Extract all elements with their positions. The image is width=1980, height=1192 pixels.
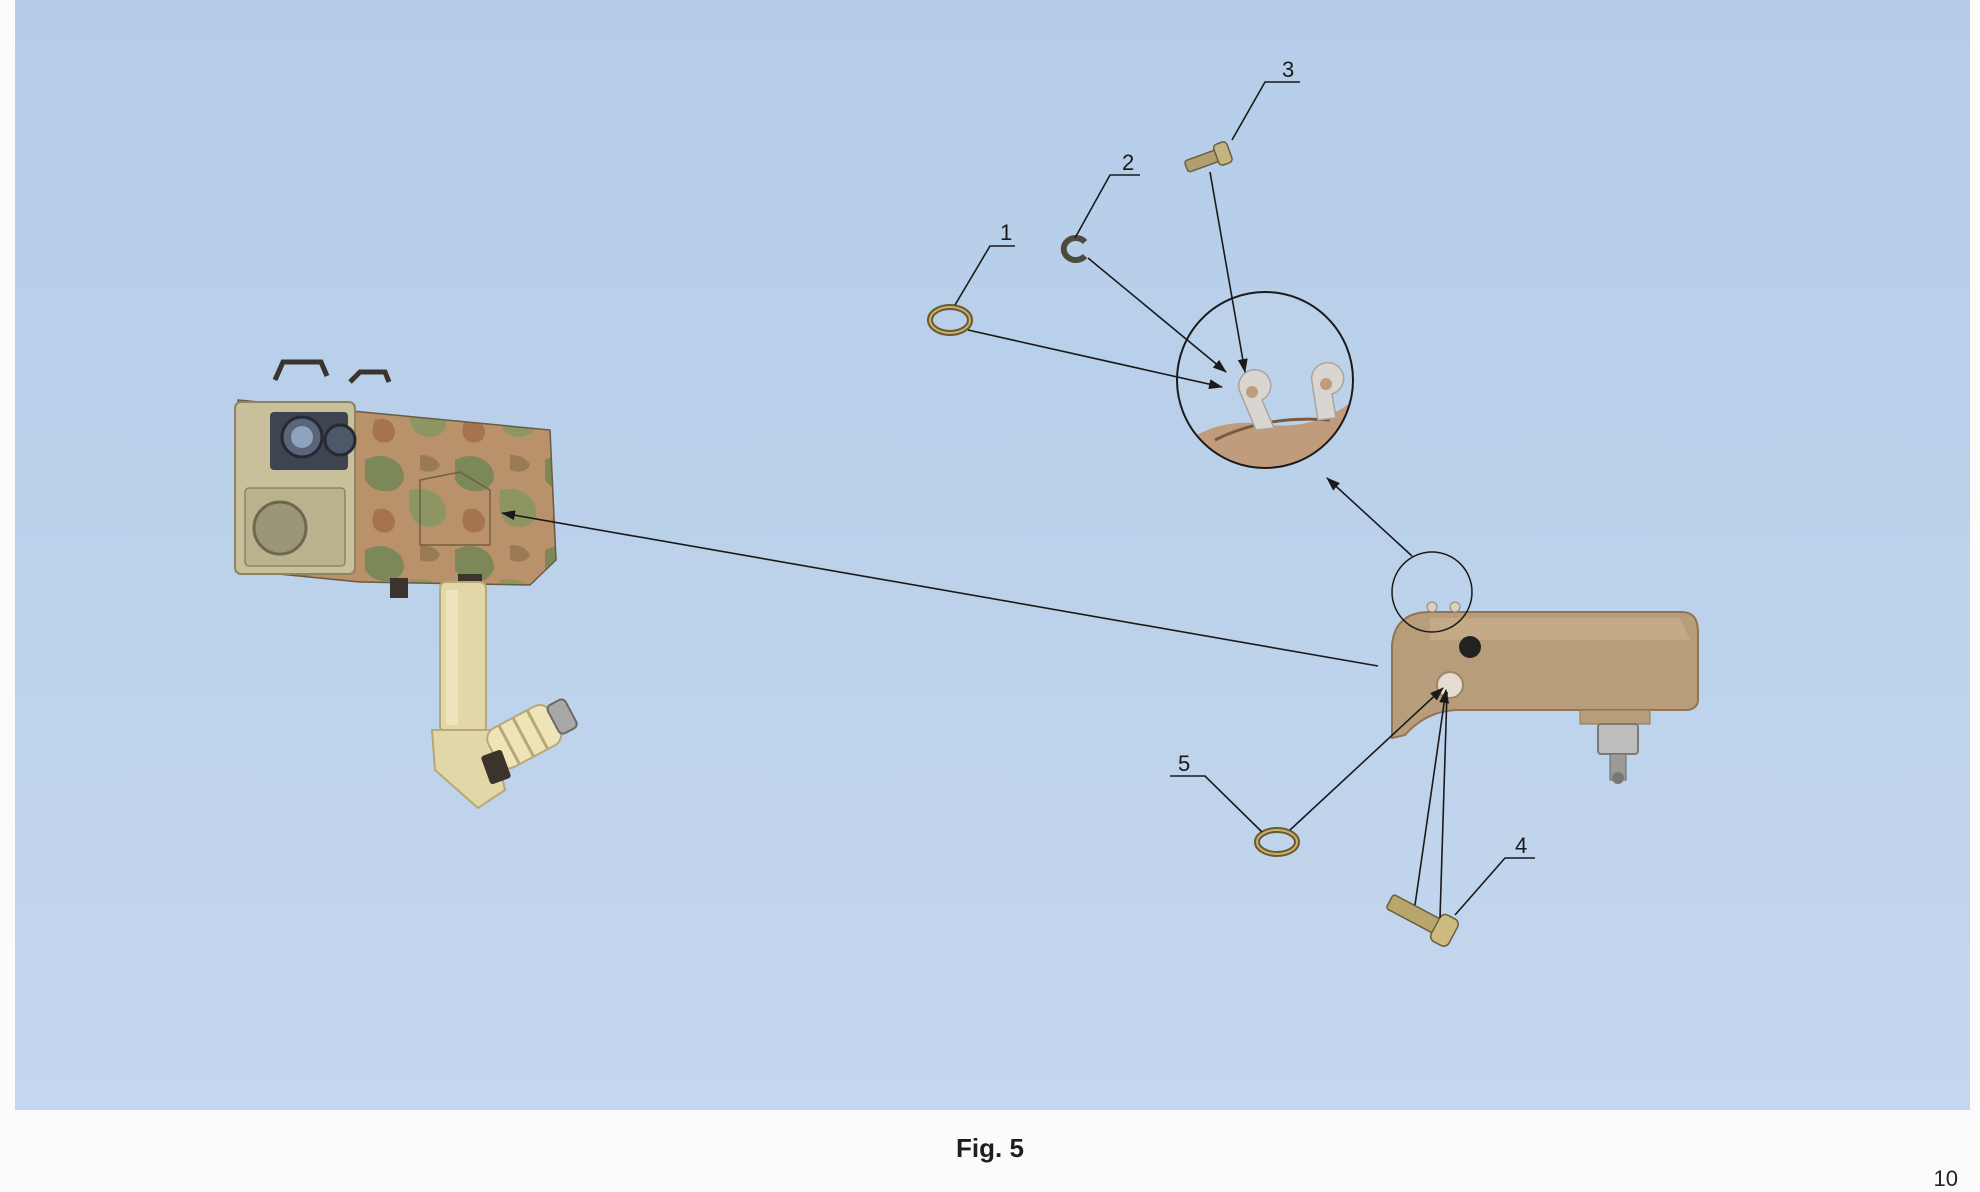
zoom-detail bbox=[1176, 291, 1354, 469]
screw-part-4 bbox=[1386, 894, 1459, 947]
leader-lines bbox=[501, 81, 1535, 919]
mount-housing bbox=[1391, 601, 1699, 784]
split-ring-part-2 bbox=[1060, 235, 1088, 263]
callout-5: 5 bbox=[1178, 751, 1190, 776]
rangefinder-assembly bbox=[234, 359, 578, 810]
detail-marker-circle bbox=[1391, 551, 1473, 633]
washer-part-1 bbox=[927, 304, 973, 336]
figure-caption: Fig. 5 bbox=[956, 1133, 1024, 1163]
callout-3: 3 bbox=[1282, 57, 1294, 82]
callout-4: 4 bbox=[1515, 833, 1527, 858]
washer-part-5 bbox=[1254, 827, 1300, 857]
screw-part-3 bbox=[1184, 141, 1233, 173]
callout-1: 1 bbox=[1000, 220, 1012, 245]
page-number: 10 bbox=[1933, 1166, 1958, 1191]
callout-2: 2 bbox=[1122, 150, 1134, 175]
